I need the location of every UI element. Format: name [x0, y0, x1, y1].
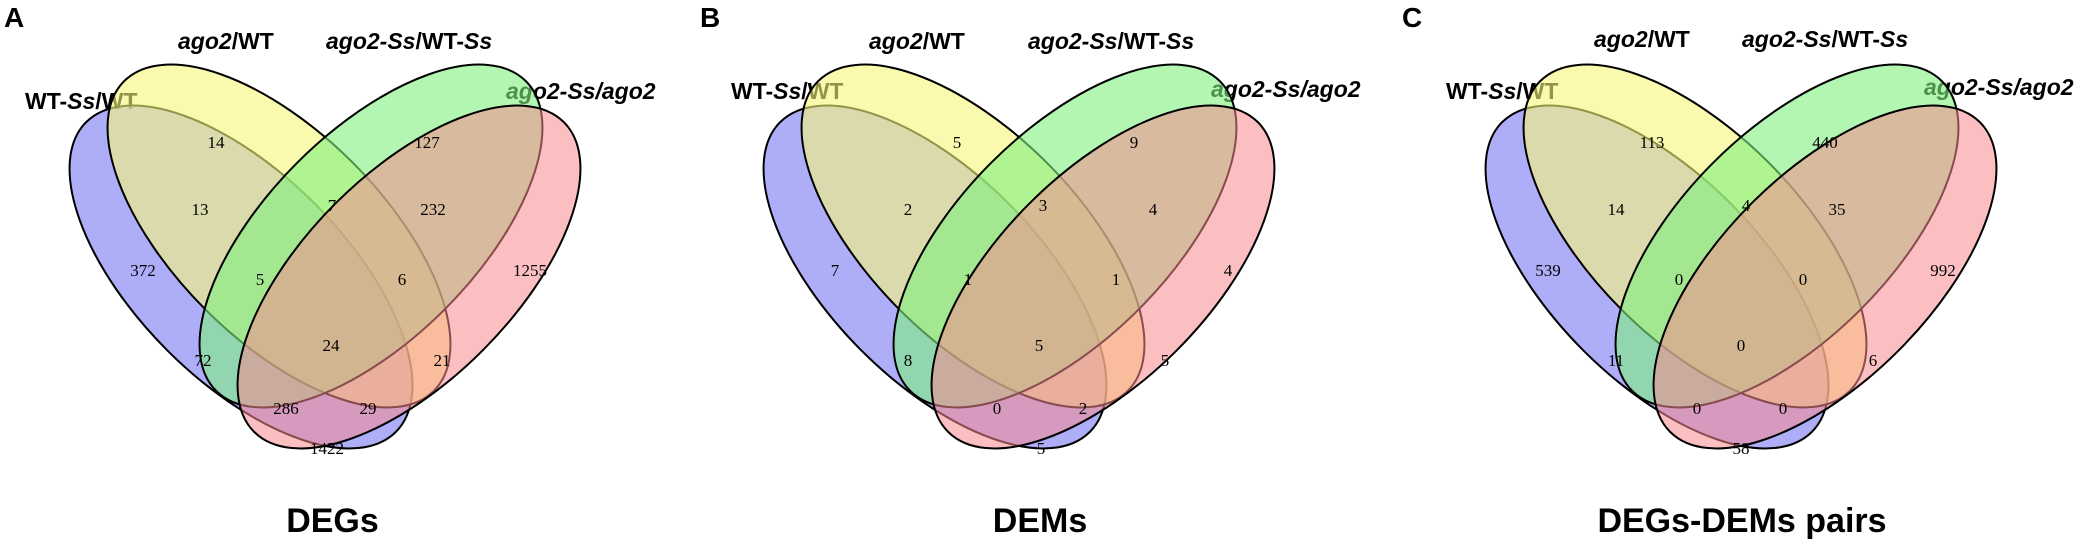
count-only-b: 5: [953, 133, 962, 152]
count-only-a: 539: [1535, 261, 1561, 280]
count-only-d: 992: [1930, 261, 1956, 280]
panel-letter: C: [1402, 2, 1423, 33]
venn-diagram: 372 14 127 1255 13 7 232 5 6 72 24 21 28…: [68, 63, 582, 458]
set-label-ago2ss-wtss: ago2-Ss/WT-Ss: [1742, 26, 1909, 52]
count-bcd: 1: [1112, 270, 1121, 289]
venn-diagram: 539 113 440 992 14 4 35 0 0 11 0 6 0 0 5…: [1484, 63, 1998, 458]
venn-panel-a: A WT-Ss/WT ago2/WT ago2-Ss/WT-Ss ago2-Ss…: [0, 0, 699, 547]
count-abd: 0: [1779, 399, 1788, 418]
count-only-c: 9: [1130, 133, 1139, 152]
set-ellipse-d: [930, 104, 1276, 450]
count-bc: 3: [1039, 196, 1048, 215]
count-bcd: 0: [1799, 270, 1808, 289]
set-label-ago2-wt: ago2/WT: [178, 28, 274, 54]
count-bd: 6: [1869, 351, 1878, 370]
count-only-d: 4: [1224, 261, 1233, 280]
count-ab: 13: [192, 200, 209, 219]
count-ab: 2: [904, 200, 913, 219]
count-abd: 2: [1079, 399, 1088, 418]
count-cd: 35: [1829, 200, 1846, 219]
count-only-c: 127: [414, 133, 440, 152]
panel-caption: DEMs: [992, 502, 1088, 540]
count-bd: 21: [434, 351, 451, 370]
count-abcd: 24: [323, 336, 341, 355]
count-ac: 8: [904, 351, 913, 370]
venn-ellipses: [762, 63, 1276, 450]
region-counts: 372 14 127 1255 13 7 232 5 6 72 24 21 28…: [130, 133, 547, 458]
count-ad: 1422: [310, 439, 344, 458]
venn-panel-b: B WT-Ss/WT ago2/WT ago2-Ss/WT-Ss ago2-Ss…: [699, 0, 1398, 547]
count-only-b: 14: [208, 133, 226, 152]
count-bd: 5: [1161, 351, 1170, 370]
count-cd: 4: [1149, 200, 1158, 219]
venn-diagram: 7 5 9 4 2 3 4 1 1 8 5 5 0 2 5: [762, 63, 1276, 458]
count-abd: 29: [360, 399, 377, 418]
count-acd: 0: [993, 399, 1002, 418]
set-label-ago2ss-wtss: ago2-Ss/WT-Ss: [326, 28, 493, 54]
panel-letter: A: [4, 2, 25, 33]
set-label-ago2ss-ago2: ago2-Ss/ago2: [1211, 76, 1361, 102]
region-counts: 539 113 440 992 14 4 35 0 0 11 0 6 0 0 5…: [1535, 133, 1956, 458]
count-ad: 58: [1733, 439, 1750, 458]
count-ac: 11: [1608, 351, 1624, 370]
count-ad: 5: [1037, 439, 1046, 458]
set-ellipse-d: [236, 104, 582, 450]
count-cd: 232: [420, 200, 446, 219]
region-counts: 7 5 9 4 2 3 4 1 1 8 5 5 0 2 5: [831, 133, 1233, 458]
count-abc: 5: [256, 270, 265, 289]
panel-caption: DEGs: [286, 502, 379, 540]
count-only-d: 1255: [513, 261, 547, 280]
count-abc: 1: [964, 270, 973, 289]
count-only-a: 7: [831, 261, 840, 280]
count-abcd: 0: [1737, 336, 1746, 355]
count-abcd: 5: [1035, 336, 1044, 355]
panel-caption: DEGs-DEMs pairs: [1597, 502, 1887, 540]
count-only-c: 440: [1812, 133, 1838, 152]
panel-letter: B: [700, 2, 721, 33]
count-acd: 286: [273, 399, 299, 418]
count-bcd: 6: [398, 270, 407, 289]
count-ab: 14: [1608, 200, 1626, 219]
set-label-ago2-wt: ago2/WT: [1594, 26, 1690, 52]
count-acd: 0: [1693, 399, 1702, 418]
count-ac: 72: [195, 351, 212, 370]
count-only-b: 113: [1640, 133, 1665, 152]
count-bc: 7: [328, 196, 337, 215]
count-bc: 4: [1742, 196, 1751, 215]
count-only-a: 372: [130, 261, 156, 280]
venn-panel-c: C WT-Ss/WT ago2/WT ago2-Ss/WT-Ss ago2-Ss…: [1398, 0, 2097, 547]
set-ellipse-d: [1652, 104, 1998, 450]
set-label-ago2ss-wtss: ago2-Ss/WT-Ss: [1028, 28, 1195, 54]
venn-ellipses: [68, 63, 582, 450]
count-abc: 0: [1675, 270, 1684, 289]
set-label-ago2-wt: ago2/WT: [869, 28, 965, 54]
venn-ellipses: [1484, 63, 1998, 450]
